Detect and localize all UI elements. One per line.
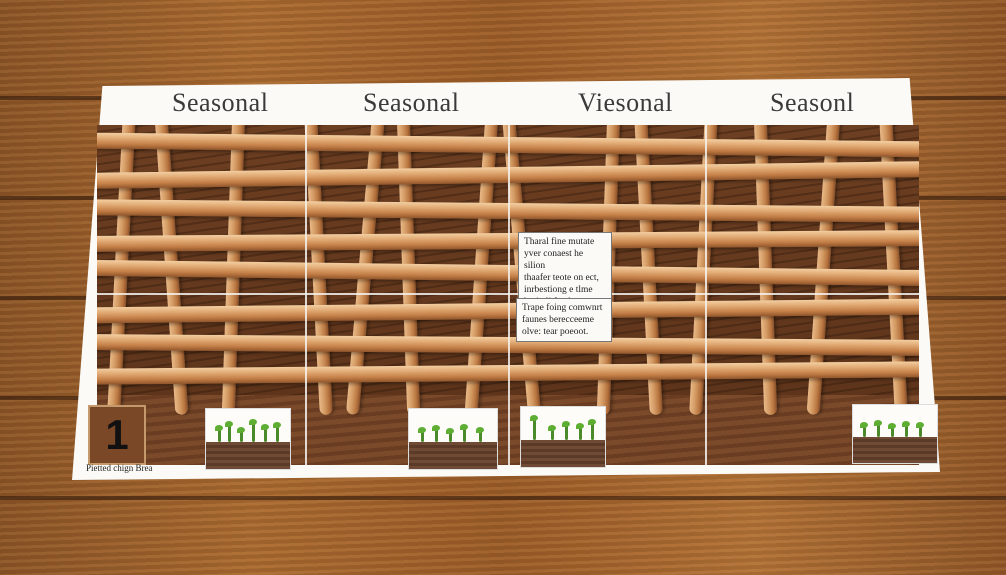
sprout-panel: [852, 404, 938, 464]
caption-note-2: Trape foing comwnrt faunes berecceeme ol…: [516, 298, 612, 342]
sprout-icon: [446, 428, 454, 442]
sprout-icon: [888, 422, 896, 437]
sprout-panel: [205, 408, 291, 470]
sprout-icon: [418, 427, 426, 442]
sprout-panel: [408, 408, 498, 470]
sprout-icon: [237, 427, 245, 442]
sprout-icon: [588, 419, 596, 440]
sprout-icon: [902, 420, 910, 437]
sprout-icon: [576, 423, 584, 440]
soil: [853, 436, 937, 463]
sprout-icon: [273, 422, 281, 442]
sprout-icon: [860, 421, 868, 437]
soil: [409, 442, 497, 469]
row-divider: [97, 293, 919, 295]
sprout-icon: [225, 421, 233, 442]
sprout-icon: [432, 425, 440, 442]
sprout-icon: [530, 415, 538, 440]
panel-title-2: Seasonal: [363, 88, 460, 117]
sprout-icon: [261, 424, 269, 442]
panel-divider: [305, 125, 307, 465]
soil: [206, 442, 290, 469]
panel-title-3: Viesonal: [578, 88, 673, 117]
sprout-icon: [249, 419, 257, 442]
step-number-badge: 1: [88, 405, 146, 465]
soil: [521, 440, 605, 467]
sprout-panel: [520, 406, 606, 468]
panel-title-1: Seasonal: [172, 88, 269, 117]
sprout-icon: [476, 427, 484, 442]
sprout-icon: [548, 425, 556, 440]
panel-title-4: Seasonl: [770, 88, 855, 117]
credit-text: Pietted chign Brea: [86, 463, 153, 473]
sprout-icon: [562, 421, 570, 440]
sprout-icon: [916, 421, 924, 437]
sprout-icon: [874, 419, 882, 437]
sprout-icon: [215, 425, 223, 442]
sprout-icon: [460, 424, 468, 442]
panel-divider: [705, 125, 707, 465]
panel-divider: [508, 125, 510, 465]
